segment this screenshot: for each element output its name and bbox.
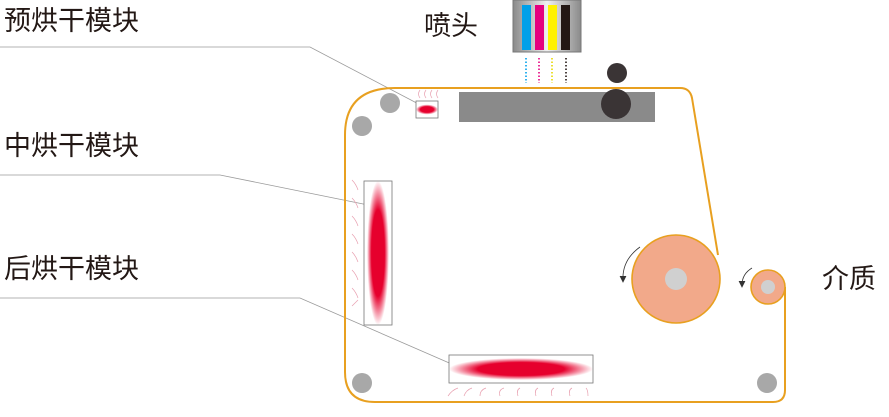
yellow-ink bbox=[548, 5, 557, 50]
mid-dryer-module bbox=[351, 179, 393, 326]
ink-drops bbox=[525, 58, 567, 83]
label-post-dryer: 后烘干模块 bbox=[4, 254, 139, 285]
leader-mid-dryer bbox=[0, 174, 379, 208]
print-head bbox=[512, 0, 582, 53]
pinch-roller bbox=[601, 89, 631, 119]
leader-pre-dryer bbox=[0, 46, 431, 111]
leader-post-dryer bbox=[0, 297, 471, 373]
take-up-roll bbox=[631, 234, 721, 324]
post-dryer-module bbox=[447, 354, 594, 397]
label-pre-dryer: 预烘干模块 bbox=[4, 6, 139, 37]
label-media: 介质 bbox=[822, 264, 876, 295]
magenta-ink bbox=[535, 5, 544, 50]
pre-dryer-module bbox=[415, 89, 439, 119]
cyan-ink bbox=[522, 5, 531, 50]
media-supply-roll bbox=[750, 269, 786, 305]
black-ink bbox=[561, 5, 570, 50]
guide-rollers bbox=[352, 93, 777, 393]
pinch-roller-top bbox=[607, 63, 627, 83]
label-print-head: 喷头 bbox=[424, 11, 478, 42]
label-mid-dryer: 中烘干模块 bbox=[4, 131, 139, 162]
rotation-arrow-icons bbox=[619, 246, 753, 288]
leader-lines bbox=[0, 46, 471, 373]
media-path bbox=[344, 87, 786, 403]
